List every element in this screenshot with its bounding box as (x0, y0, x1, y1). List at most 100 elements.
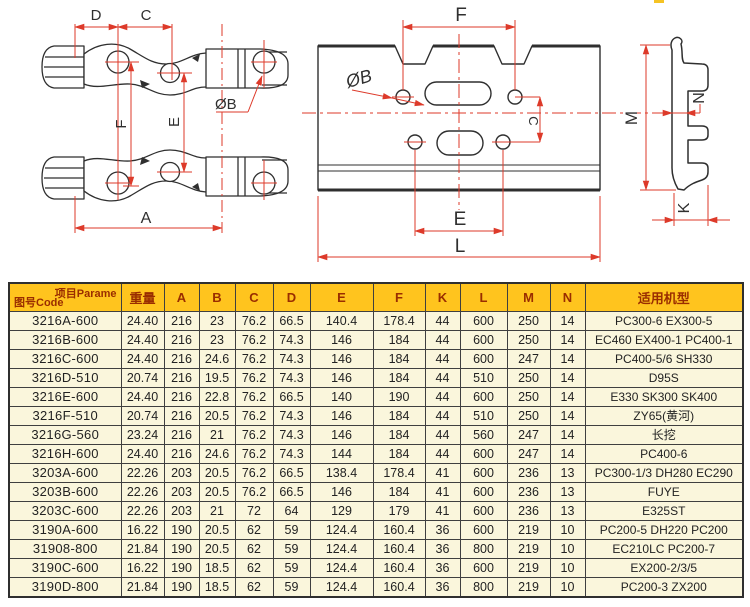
dim-label-a: A (141, 210, 152, 227)
cell-weight: 24.40 (120, 311, 165, 331)
cell-l: 600 (459, 349, 508, 369)
dim-label-e: E (166, 117, 183, 127)
cell-code: 3216A-600 (8, 311, 122, 331)
cell-k: 44 (424, 368, 461, 388)
cell-a: 216 (163, 387, 200, 407)
cell-l: 800 (459, 539, 508, 559)
cell-f: 190 (372, 387, 426, 407)
col-header-n: N (549, 282, 586, 312)
cell-l: 600 (459, 501, 508, 521)
dim-label-m: M (622, 111, 641, 125)
cell-k: 44 (424, 406, 461, 426)
cell-a: 203 (163, 501, 200, 521)
cell-d: 64 (272, 501, 311, 521)
cell-b: 24.6 (198, 349, 236, 369)
cell-code: 3190C-600 (8, 558, 122, 578)
cell-code: 31908-800 (8, 539, 122, 559)
cell-b: 21 (198, 501, 236, 521)
cell-k: 44 (424, 387, 461, 407)
dim-label-c: C (141, 7, 152, 24)
cell-models: FUYE (584, 482, 744, 502)
cell-m: 219 (506, 558, 551, 578)
spec-table: 项目Parame 图号Code 重量 A B C D E F K L M N 适… (8, 282, 744, 598)
cell-a: 216 (163, 349, 200, 369)
cell-models: ZY65(黄河) (584, 406, 744, 426)
cell-l: 600 (459, 463, 508, 483)
cell-n: 10 (549, 539, 586, 559)
cell-k: 36 (424, 539, 461, 559)
cell-m: 250 (506, 387, 551, 407)
cell-n: 13 (549, 482, 586, 502)
cell-models: PC200-3 ZX200 (584, 577, 744, 598)
cell-l: 600 (459, 520, 508, 540)
cell-a: 216 (163, 330, 200, 350)
cell-n: 14 (549, 349, 586, 369)
cell-m: 236 (506, 501, 551, 521)
dim-label-e-plan: E (454, 209, 467, 230)
cell-l: 600 (459, 387, 508, 407)
cell-m: 236 (506, 463, 551, 483)
cell-models: EC210LC PC200-7 (584, 539, 744, 559)
cell-d: 74.3 (272, 330, 311, 350)
cell-e: 146 (309, 368, 374, 388)
cell-f: 160.4 (372, 520, 426, 540)
cell-l: 800 (459, 577, 508, 598)
corner-label-code: 图号Code (14, 297, 64, 309)
cell-code: 3216E-600 (8, 387, 122, 407)
cell-code: 3216H-600 (8, 444, 122, 464)
cell-l: 600 (459, 330, 508, 350)
cell-e: 146 (309, 425, 374, 445)
cell-e: 124.4 (309, 558, 374, 578)
cell-l: 600 (459, 444, 508, 464)
col-header-c: C (234, 282, 274, 312)
cell-f: 184 (372, 349, 426, 369)
cell-n: 14 (549, 368, 586, 388)
cell-c: 76.2 (234, 463, 274, 483)
cell-e: 146 (309, 330, 374, 350)
cell-e: 146 (309, 349, 374, 369)
cell-b: 21 (198, 425, 236, 445)
cell-d: 74.3 (272, 425, 311, 445)
cell-f: 160.4 (372, 539, 426, 559)
col-header-weight: 重量 (120, 282, 165, 312)
cell-n: 13 (549, 463, 586, 483)
cell-k: 41 (424, 482, 461, 502)
cell-f: 184 (372, 444, 426, 464)
cell-c: 76.2 (234, 406, 274, 426)
cell-a: 190 (163, 558, 200, 578)
cell-models: D95S (584, 368, 744, 388)
cell-f: 184 (372, 368, 426, 388)
cell-d: 59 (272, 520, 311, 540)
cell-k: 41 (424, 463, 461, 483)
cell-code: 3216F-510 (8, 406, 122, 426)
cell-f: 179 (372, 501, 426, 521)
cell-n: 14 (549, 406, 586, 426)
dim-label-d: D (91, 7, 102, 24)
cell-models: PC200-5 DH220 PC200 (584, 520, 744, 540)
cell-l: 560 (459, 425, 508, 445)
cell-c: 76.2 (234, 330, 274, 350)
dim-label-k: K (676, 202, 693, 213)
cell-a: 203 (163, 482, 200, 502)
cell-l: 600 (459, 482, 508, 502)
dim-label-ob: ØB (215, 96, 237, 113)
cell-d: 59 (272, 539, 311, 559)
cell-k: 36 (424, 577, 461, 598)
cell-m: 250 (506, 311, 551, 331)
cell-c: 76.2 (234, 387, 274, 407)
cell-e: 129 (309, 501, 374, 521)
cell-e: 138.4 (309, 463, 374, 483)
cell-f: 184 (372, 406, 426, 426)
cell-d: 59 (272, 577, 311, 598)
cell-m: 219 (506, 520, 551, 540)
cell-weight: 21.84 (120, 539, 165, 559)
dim-label-ob-plan: ØB (343, 65, 374, 92)
cell-k: 36 (424, 558, 461, 578)
